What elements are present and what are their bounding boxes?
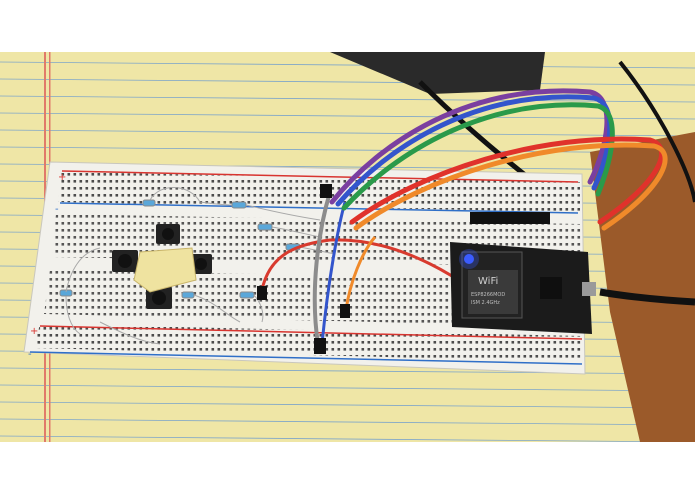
paper-rule-line [0, 146, 695, 154]
usb-cable [599, 288, 695, 306]
module-text-1: ESP8266MOD [471, 292, 505, 298]
breadboard-photo: + - + - [0, 52, 695, 442]
bottom-rail-red [39, 325, 583, 340]
bottom-rail [34, 324, 583, 362]
top-rail-red [61, 170, 579, 183]
rail-sign-top-minus: - [55, 204, 59, 215]
tape-block [133, 247, 197, 293]
paper-rule-line [0, 61, 695, 69]
rail-sign-bottom-plus: + [30, 326, 38, 337]
rail-sign-bottom-minus: - [28, 349, 32, 360]
connector-1 [257, 286, 267, 300]
paper-rule-line [0, 129, 695, 137]
jumper-gray [312, 191, 332, 345]
paper-rule-line [0, 95, 695, 103]
paper-rule-line [0, 435, 695, 442]
top-rail [58, 172, 580, 212]
push-button-4-cap [152, 291, 166, 305]
ribbon-cable [329, 88, 668, 231]
blue-led-glow [459, 249, 479, 269]
push-button-2-cap [162, 228, 174, 240]
module-text-2: ISM 2.4GHz [471, 300, 500, 306]
push-button-1-cap [118, 254, 132, 268]
push-button-3-cap [195, 258, 207, 270]
bottom-rail-blue [29, 351, 583, 365]
rail-sign-top-plus: + [58, 172, 66, 183]
esp-shield [468, 270, 518, 314]
resistors [59, 199, 301, 299]
phone [330, 52, 545, 94]
nodemcu-chip [540, 277, 562, 299]
wifi-logo: WiFi [478, 276, 498, 287]
usb-port [582, 282, 596, 296]
resistor-leads [65, 187, 336, 345]
paper-rule-line [0, 112, 695, 120]
paper-rule-line [0, 418, 695, 426]
paper-rule-line [0, 78, 695, 86]
connector-2 [314, 338, 326, 354]
connector-4 [320, 184, 332, 198]
ribbon-header [470, 212, 550, 224]
black-cable-2 [618, 60, 695, 203]
blue-led [464, 254, 474, 264]
jumper-blue [320, 201, 347, 345]
jumper-orange [344, 236, 377, 311]
connector-3 [340, 304, 350, 318]
paper-rule-line [0, 384, 695, 392]
paper-rule-line [0, 401, 695, 409]
